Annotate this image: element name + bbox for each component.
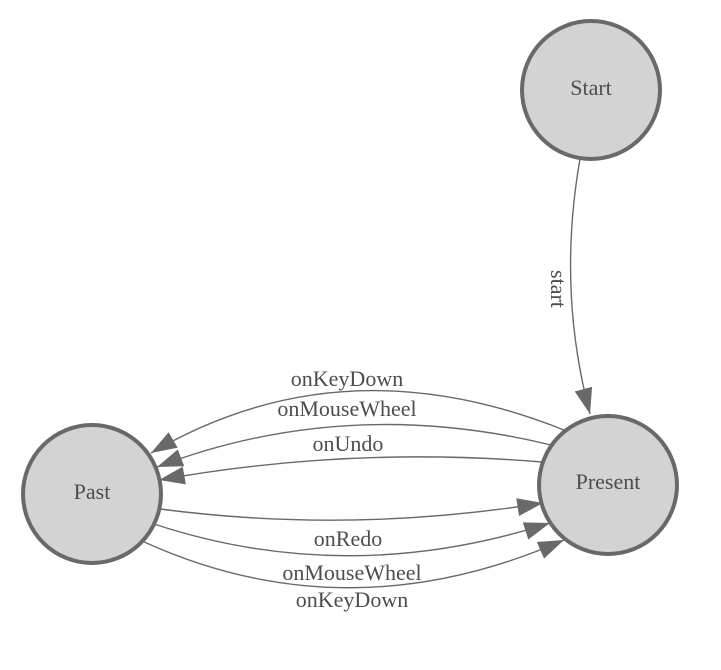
edge-start-to-present [569,158,593,415]
node-start-label: Start [570,75,612,100]
edge-label-onundo: onUndo [313,431,384,456]
node-past-circle [21,423,163,565]
edge-past-to-present-onkeydown [141,539,565,589]
edge-label-start: start [546,270,571,308]
edge-label-onmousewheel-top: onMouseWheel [277,396,416,421]
node-start: Start [520,19,662,161]
edge-past-to-present-onredo [159,498,544,521]
node-present-circle [537,414,679,556]
node-present: Present [537,414,679,556]
edge-label-onkeydown-bottom: onKeyDown [296,587,408,612]
edge-label-onredo: onRedo [314,526,382,551]
edge-present-to-past-onundo [158,456,543,485]
node-past-label: Past [74,479,111,504]
edge-label-onkeydown-top: onKeyDown [291,366,403,391]
node-present-label: Present [576,469,641,494]
edge-label-layer: start onKeyDown onMouseWheel onUndo onRe… [277,270,571,612]
edge-layer [141,158,593,589]
edge-present-to-past-onkeydown [150,389,565,454]
edge-label-onmousewheel-bottom: onMouseWheel [282,560,421,585]
node-start-circle [520,19,662,161]
edge-present-to-past-onmousewheel [156,423,552,468]
edge-past-to-present-onmousewheel [153,522,551,557]
node-past: Past [21,423,163,565]
